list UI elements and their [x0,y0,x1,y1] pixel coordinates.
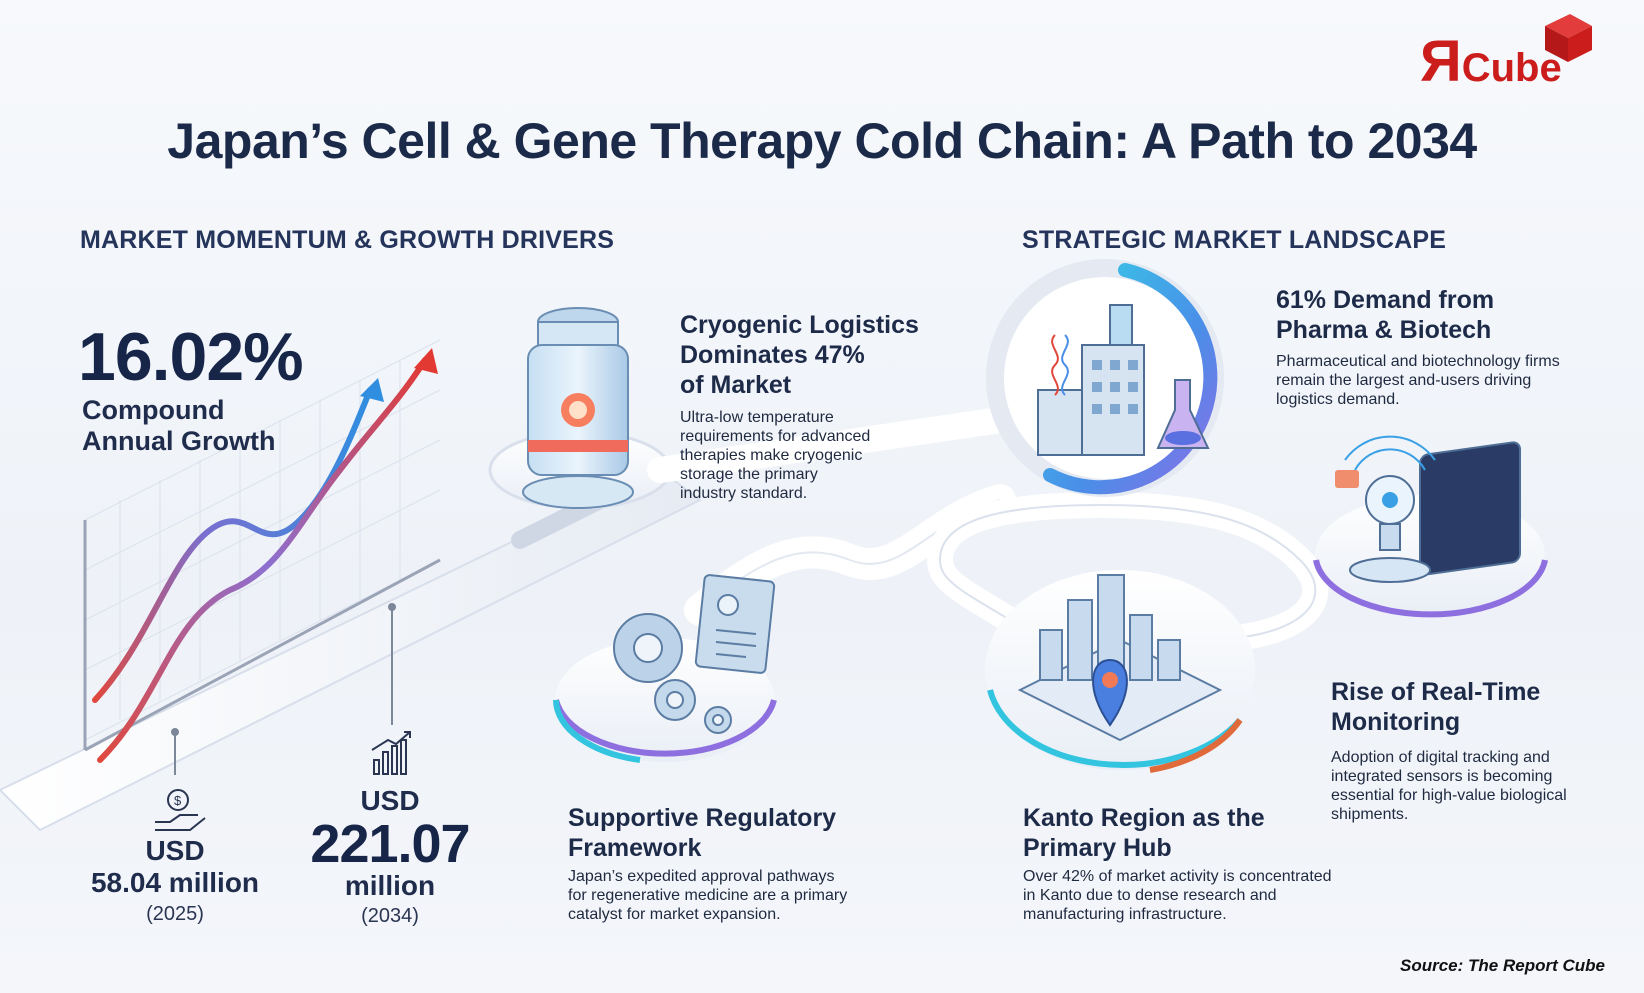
value-2025-amount: 58.04 million [90,867,260,898]
cagr-value: 16.02% [78,319,304,395]
cryogenic-title: Cryogenic Logistics Dominates 47% of Mar… [680,310,919,400]
cryogenic-desc-line4: storage the primary [680,466,818,483]
right-section-heading: STRATEGIC MARKET LANDSCAPE [1022,226,1447,254]
cagr-label-line2: Annual Growth [82,426,276,456]
monitoring-title: Rise of Real-Time Monitoring [1331,677,1540,737]
cryogenic-desc-line3: therapies make cryogenic [680,447,863,464]
pharma-title-line2: Pharma & Biotech [1276,316,1492,344]
regulatory-description: Japan’s expedited approval pathways for … [568,867,847,924]
kanto-title: Kanto Region as the Primary Hub [1023,803,1265,863]
cagr-label: Compound Annual Growth [82,395,275,457]
pharma-description: Pharmaceutical and biotechnology firms r… [1276,352,1560,409]
kanto-title-line2: Primary Hub [1023,834,1172,862]
pharma-desc-line2: remain the largest and-users driving [1276,372,1532,389]
cryogenic-title-line3: of Market [680,371,792,399]
left-section-heading: MARKET MOMENTUM & GROWTH DRIVERS [80,226,615,254]
brand-logo: ЯCube [1420,28,1562,95]
regulatory-desc-line2: for regenerative medicine are a primary [568,887,848,904]
monitoring-desc-line3: essential for high-value biological [1331,787,1567,804]
cagr-label-line1: Compound [82,395,225,425]
cryogenic-desc-line1: Ultra-low temperature [680,409,834,426]
pharma-desc-line1: Pharmaceutical and biotechnology firms [1276,353,1560,370]
regulatory-desc-line1: Japan’s expedited approval pathways [568,868,835,885]
value-2025: USD 58.04 million (2025) [82,835,268,926]
cryogenic-title-line2: Dominates 47% [680,341,865,369]
value-2034: USD 221.07 million (2034) [300,785,480,928]
kanto-desc-line1: Over 42% of market activity is concentra… [1023,868,1332,885]
cryogenic-description: Ultra-low temperature requirements for a… [680,408,870,503]
logo-letter: Я [1420,29,1462,94]
value-2034-amount: 221.07 [310,814,470,874]
kanto-title-line1: Kanto Region as the [1023,804,1265,832]
logo-word: Cube [1461,46,1562,90]
regulatory-title-line1: Supportive Regulatory [568,804,837,832]
regulatory-title-line2: Framework [568,834,702,862]
monitoring-title-line1: Rise of Real-Time [1331,678,1541,706]
page-title: Japan’s Cell & Gene Therapy Cold Chain: … [167,113,1477,169]
cryogenic-desc-line5: industry standard. [680,485,808,502]
monitoring-desc-line2: integrated sensors is becoming [1331,768,1553,785]
cryogenic-desc-line2: requirements for advanced [680,428,871,445]
value-2034-year: (2034) [361,905,419,927]
source-note: Source: The Report Cube [1400,956,1605,975]
value-2034-currency: USD [360,785,420,816]
value-2025-currency: USD [145,835,205,866]
kanto-desc-line2: in Kanto due to dense research and [1023,887,1277,904]
pharma-title: 61% Demand from Pharma & Biotech [1276,285,1494,345]
monitoring-description: Adoption of digital tracking and integra… [1331,748,1567,824]
regulatory-title: Supportive Regulatory Framework [568,803,836,863]
pharma-desc-line3: logistics demand. [1276,391,1400,408]
kanto-desc-line3: manufacturing infrastructure. [1023,906,1227,923]
value-2025-year: (2025) [146,903,204,925]
value-2034-unit: million [344,870,436,901]
monitoring-title-line2: Monitoring [1331,708,1461,736]
monitoring-desc-line1: Adoption of digital tracking and [1331,749,1550,766]
pharma-title-line1: 61% Demand from [1276,286,1495,314]
cryogenic-title-line1: Cryogenic Logistics [680,311,919,339]
kanto-description: Over 42% of market activity is concentra… [1023,867,1332,924]
monitoring-desc-line4: shipments. [1331,806,1409,823]
regulatory-desc-line3: catalyst for market expansion. [568,906,781,923]
